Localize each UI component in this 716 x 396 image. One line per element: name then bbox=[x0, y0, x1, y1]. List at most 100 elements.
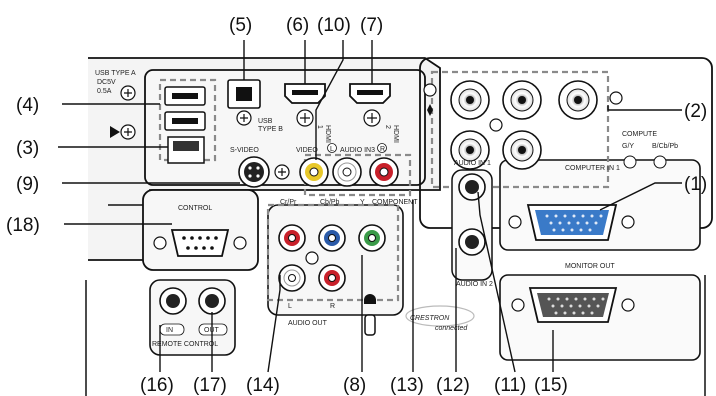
screw-cross bbox=[124, 89, 132, 97]
callout-4: (4) bbox=[16, 95, 39, 116]
remote-control-label: REMOTE CONTROL bbox=[152, 341, 218, 348]
leader-lines bbox=[58, 40, 682, 373]
screw-cross-4 bbox=[300, 113, 310, 123]
led-bcbpb bbox=[653, 155, 667, 169]
callout-7: (7) bbox=[360, 15, 383, 36]
bnc-connectors bbox=[450, 80, 598, 170]
control-screw-right bbox=[233, 236, 247, 250]
audio-in2-core bbox=[465, 235, 479, 249]
cr-pr-label: Cr/Pr bbox=[280, 199, 297, 206]
lock-icon bbox=[364, 294, 376, 304]
svideo-port-core bbox=[244, 162, 264, 182]
callout-6: (6) bbox=[286, 15, 309, 36]
remote-out-core bbox=[205, 294, 219, 308]
crestron-connected-text: connected bbox=[435, 325, 468, 332]
control-dsub9-port bbox=[170, 229, 230, 257]
component-plate bbox=[267, 204, 404, 316]
callout-18: (18) bbox=[6, 215, 40, 236]
hdmi1-label-2: 1 bbox=[316, 125, 323, 129]
control-screw-left bbox=[153, 236, 167, 250]
callout-15: (15) bbox=[534, 375, 568, 396]
usb-b-label-1: USB bbox=[258, 118, 273, 125]
audio-l-marker bbox=[327, 143, 337, 153]
screw-cross-2 bbox=[124, 128, 132, 136]
component-label: COMPONENT bbox=[372, 199, 418, 206]
gy-label: G/Y bbox=[622, 143, 634, 150]
callout-12: (12) bbox=[436, 375, 470, 396]
callout-10: (10) bbox=[317, 15, 351, 36]
callout-11: (11) bbox=[494, 375, 526, 396]
vga-out-screw-left bbox=[511, 298, 525, 312]
audio-out-r-mark: R bbox=[330, 303, 335, 310]
audio-in1-core bbox=[465, 180, 479, 194]
callout-14: (14) bbox=[246, 375, 280, 396]
monitor-out-vga-face bbox=[537, 293, 609, 317]
compute-label: COMPUTE bbox=[622, 131, 657, 138]
hdmi2-port-pins bbox=[357, 90, 383, 95]
remote-in-label: IN bbox=[166, 327, 173, 334]
usb-a-port-top-tongue bbox=[172, 93, 198, 99]
svideo-pin bbox=[256, 174, 260, 178]
computer-in1-pins bbox=[545, 214, 603, 232]
callout-8: (8) bbox=[343, 375, 366, 396]
audio-in3-l-center bbox=[342, 167, 352, 177]
hdmi1-label-1: HDMI bbox=[324, 125, 331, 143]
diamond-icon bbox=[427, 104, 433, 116]
audio-out-l-mark: L bbox=[288, 303, 292, 310]
hdmi1-port-pins bbox=[292, 90, 318, 95]
monitor-out-label: MONITOR OUT bbox=[565, 263, 615, 270]
remote-in-core bbox=[166, 294, 180, 308]
bcbpb-label: B/Cb/Pb bbox=[652, 143, 678, 150]
audio-out-l-center bbox=[288, 274, 296, 282]
audio-in3-r-center bbox=[379, 167, 389, 177]
audio-in2-label: AUDIO IN 2 bbox=[456, 281, 493, 288]
audio-out-r-center bbox=[328, 274, 336, 282]
crestron-logo: CRESTRON connected bbox=[405, 305, 475, 332]
callout-16: (16) bbox=[140, 375, 174, 396]
security-slot bbox=[364, 314, 376, 336]
svideo-pin bbox=[248, 166, 252, 170]
callout-13: (13) bbox=[390, 375, 424, 396]
screw-cross-5 bbox=[367, 113, 377, 123]
vga-in-screw-left bbox=[508, 215, 522, 229]
audio-in1-label: AUDIO IN 1 bbox=[454, 160, 491, 167]
component-cr-center bbox=[288, 234, 296, 242]
usb-a-label-2: DC5V bbox=[97, 79, 116, 86]
play-arrow-icon bbox=[110, 126, 120, 138]
callout-5: (5) bbox=[229, 15, 252, 36]
video-rca-center bbox=[309, 167, 319, 177]
component-group-dashed bbox=[266, 203, 400, 302]
y-label: Y bbox=[360, 199, 365, 206]
callout-1: (1) bbox=[684, 174, 707, 195]
hdmi2-label-1: HDMI bbox=[392, 125, 399, 143]
control-label: CONTROL bbox=[178, 205, 212, 212]
video-label: VIDEO bbox=[296, 147, 318, 154]
vga-out-screw-right bbox=[621, 298, 635, 312]
callout-2: (2) bbox=[684, 101, 707, 122]
lan-port-contacts bbox=[173, 141, 199, 151]
screw-icon-8 bbox=[609, 91, 623, 105]
svideo-pin bbox=[256, 166, 260, 170]
led-gy bbox=[623, 155, 637, 169]
screw-icon-7 bbox=[423, 83, 437, 97]
cb-pb-label: Cb/Pb bbox=[320, 199, 340, 206]
screw-cross-3 bbox=[240, 114, 248, 122]
component-cb-center bbox=[328, 234, 336, 242]
screw-cross-6 bbox=[278, 168, 286, 176]
usb-a-label-1: USB TYPE A bbox=[95, 70, 136, 77]
usb-b-label-2: TYPE B bbox=[258, 126, 283, 133]
callout-3: (3) bbox=[16, 138, 39, 159]
monitor-out-pins bbox=[547, 297, 605, 315]
svideo-label: S-VIDEO bbox=[230, 147, 259, 154]
component-screw bbox=[305, 251, 319, 265]
crestron-text: CRESTRON bbox=[410, 315, 450, 322]
audio-in-plate bbox=[451, 169, 493, 281]
audio-in3-r: R bbox=[380, 146, 385, 153]
audio-out-label: AUDIO OUT bbox=[288, 320, 328, 327]
component-y-center bbox=[368, 234, 376, 242]
remote-out-tag bbox=[198, 323, 228, 336]
usb-a-label-3: 0.5A bbox=[97, 88, 112, 95]
computer-in1-label: COMPUTER IN 1 bbox=[565, 165, 620, 172]
audio-in3-label: AUDIO IN3 bbox=[340, 147, 375, 154]
